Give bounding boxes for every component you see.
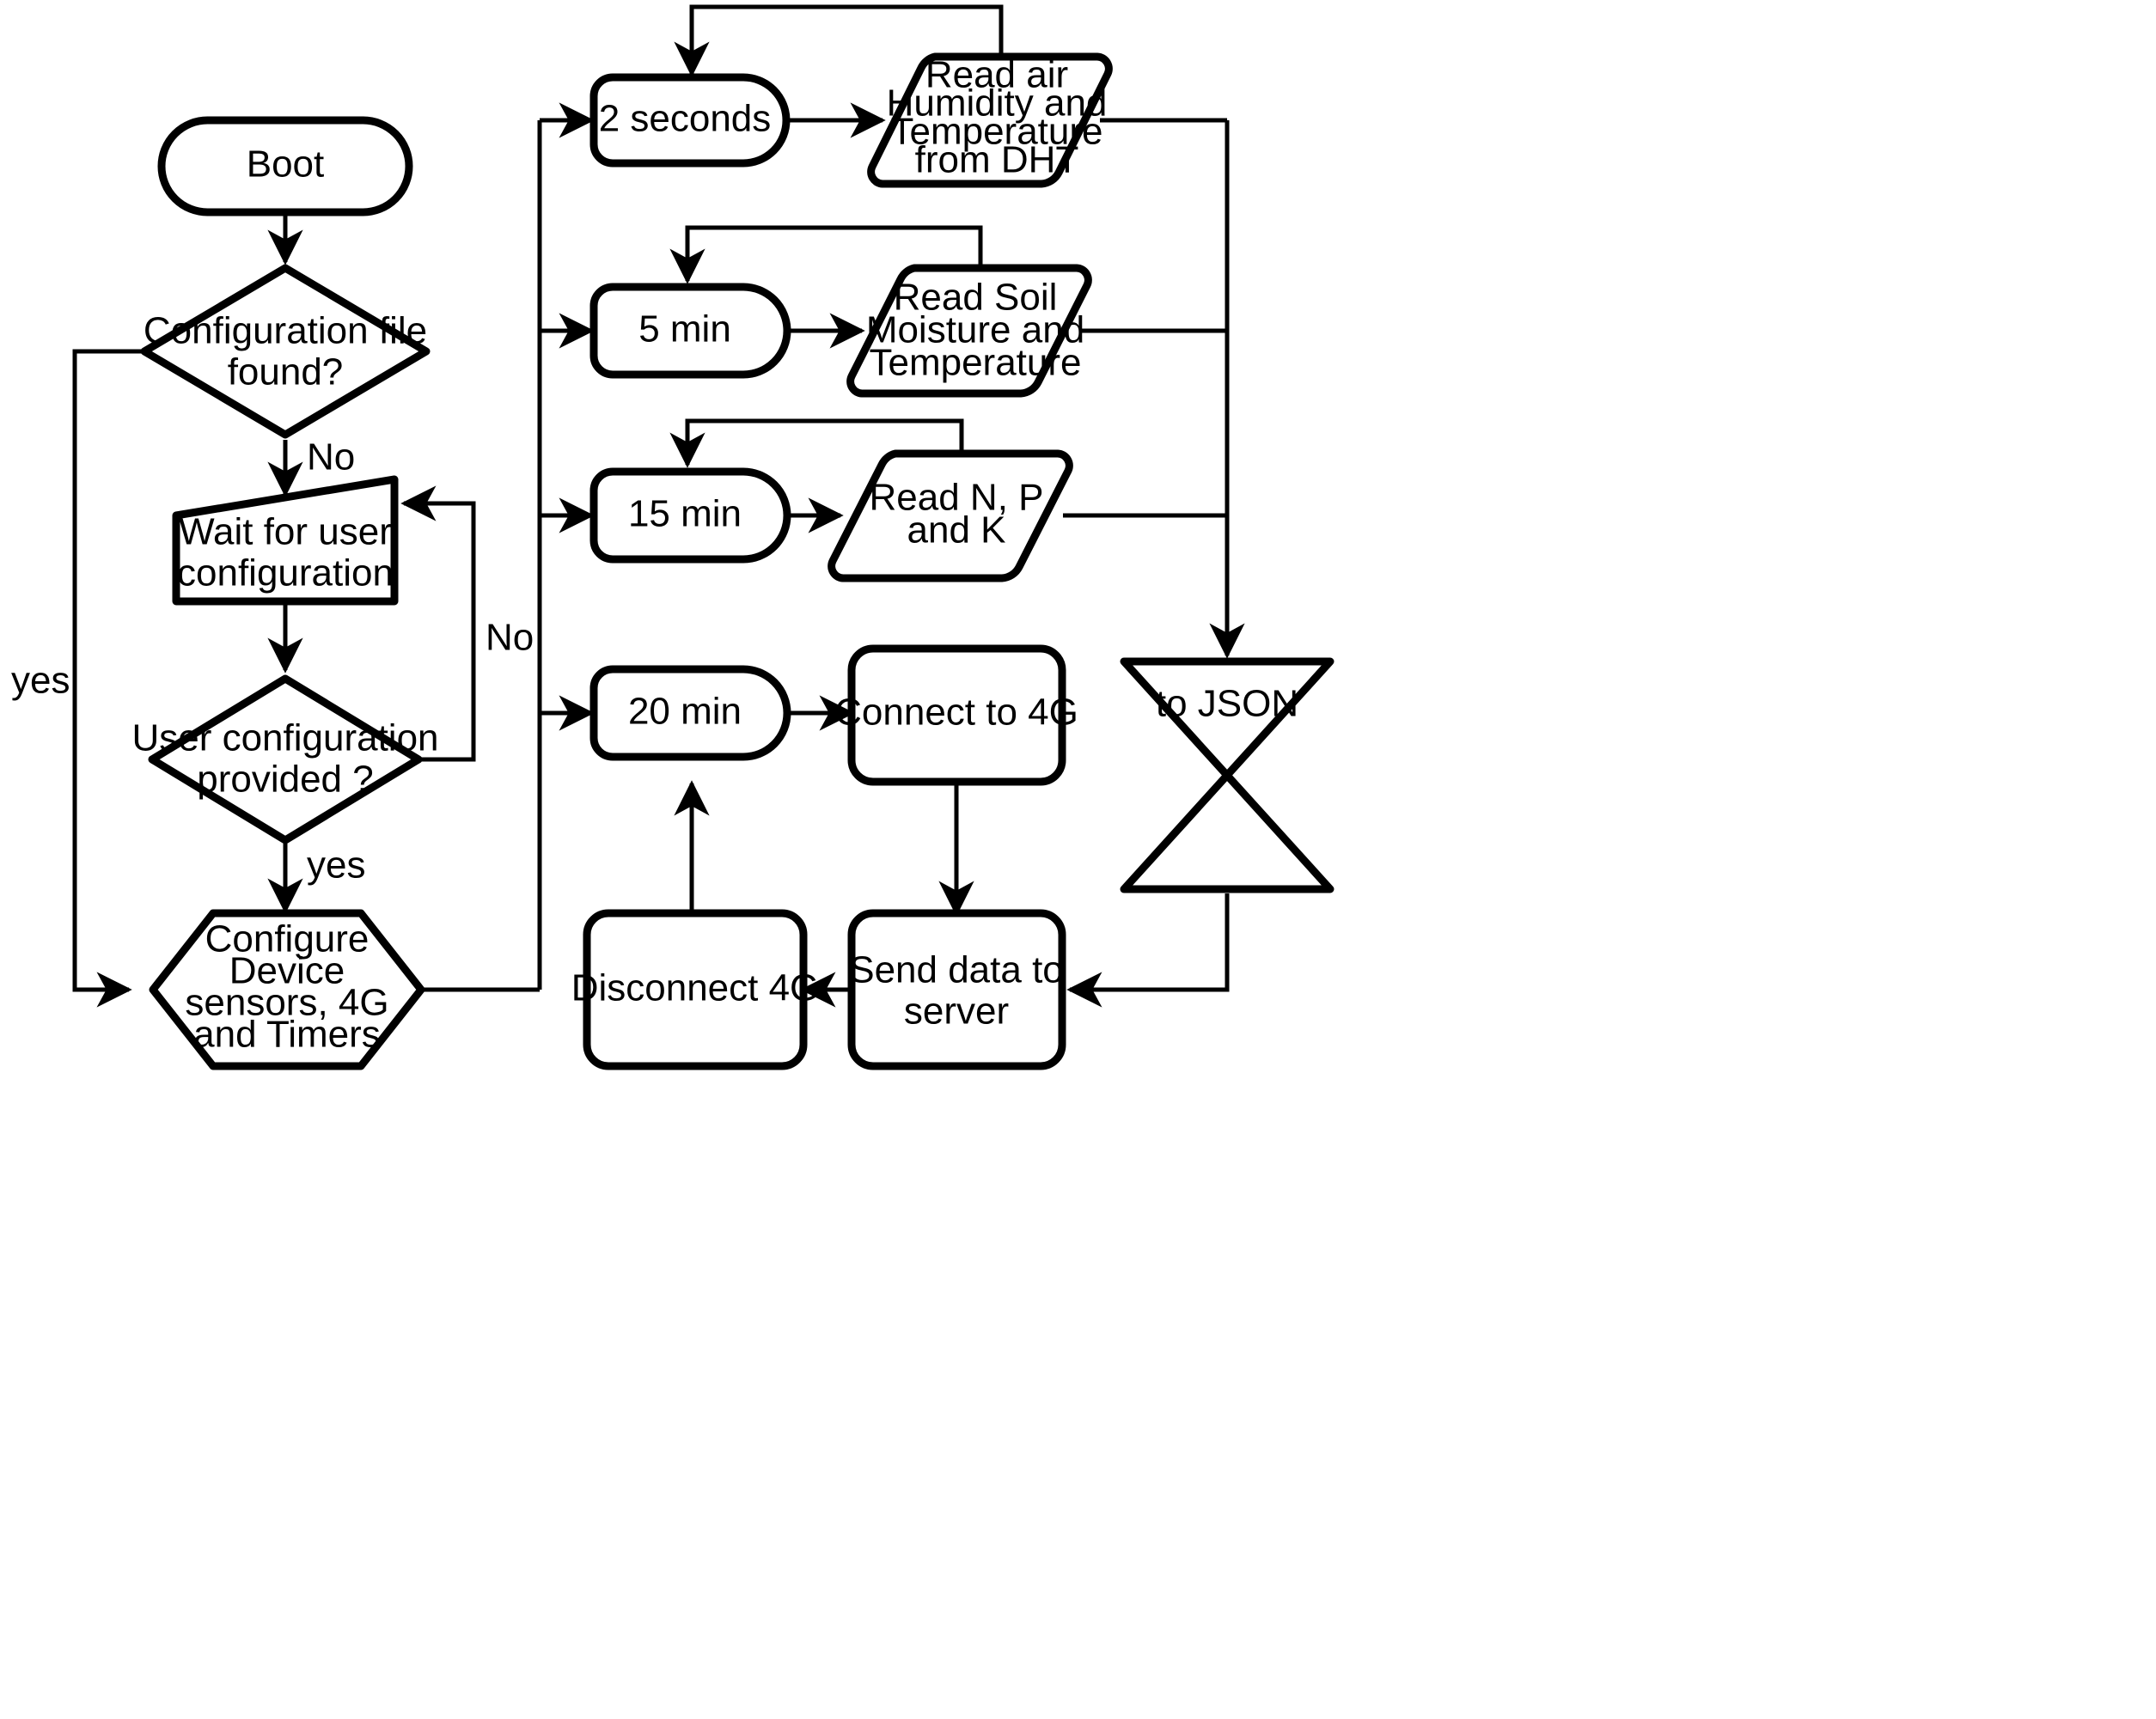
node-timer-2s-label: 2 seconds (599, 98, 772, 140)
edge-label-config-found-no: No (307, 436, 355, 479)
node-read-soil-label-line3: Temperature (869, 342, 1081, 384)
node-timer-15min[interactable]: 15 min (589, 467, 791, 564)
node-user-config-provided-label-line2: provided ? (197, 759, 373, 801)
node-timer-15min-label: 15 min (628, 493, 742, 535)
edge-label-user-config-yes: yes (307, 844, 365, 887)
node-wait-user-config[interactable]: Wait for user configuration (172, 475, 399, 606)
edge-read-dht-feedback (674, 4, 1004, 77)
node-timer-20min-label: 20 min (628, 691, 742, 733)
node-boot[interactable]: Boot (157, 116, 413, 216)
node-user-config-provided[interactable]: User configuration provided ? (131, 674, 439, 844)
node-read-npk[interactable]: Read N, P and K (828, 449, 1073, 582)
node-configure-device-label-line2: Device (229, 950, 345, 992)
node-read-dht-label-line3: Temperature (890, 111, 1102, 153)
node-timer-5min-label: 5 min (638, 308, 731, 351)
node-configure-device[interactable]: Configure Device sensors, 4G and Timers (149, 909, 425, 1070)
edge-read-npk-feedback (669, 418, 964, 468)
edge-config-found-yes (72, 349, 144, 1008)
node-to-json-label: to JSON (1156, 683, 1298, 725)
node-read-soil[interactable]: Read Soil Moisture and Temperature (846, 264, 1092, 398)
node-read-npk-label-line1: Read N, P (870, 477, 1044, 519)
node-config-file-found-label-line1: Configuration file (144, 310, 427, 352)
node-user-config-provided-label-line1: User configuration (131, 717, 438, 759)
node-send-data[interactable]: Send data to server (847, 909, 1066, 1070)
node-wait-user-config-label-line1: Wait for user (179, 511, 392, 553)
node-configure-device-label-line1: Configure (205, 918, 370, 960)
node-disconnect-4g-label: Disconnect 4G (571, 967, 820, 1009)
node-configure-device-label-line3: sensors, 4G (185, 982, 388, 1024)
connectors-layer (72, 4, 1245, 1008)
node-read-dht-label-line1: Read air (925, 54, 1068, 96)
node-boot-label: Boot (247, 143, 325, 186)
edge-labels-layer: yes No No yes (11, 436, 534, 887)
node-config-file-found[interactable]: Configuration file found? (140, 264, 431, 439)
node-to-json[interactable]: to JSON (1120, 657, 1335, 893)
node-disconnect-4g[interactable]: Disconnect 4G (571, 909, 820, 1070)
node-read-soil-label-line2: Moisture and (866, 309, 1084, 351)
node-send-data-label-line2: server (904, 991, 1009, 1033)
node-timer-2s[interactable]: 2 seconds (589, 73, 791, 168)
node-read-dht[interactable]: Read air Humidity and Temperature from D… (867, 52, 1113, 188)
node-read-npk-label-line2: and K (907, 509, 1006, 552)
node-read-dht-label-line4: from DHT (915, 139, 1079, 181)
node-read-soil-label-line1: Read Soil (894, 277, 1058, 319)
edge-read-soil-feedback (669, 225, 983, 284)
node-timer-20min[interactable]: 20 min (589, 665, 791, 761)
node-configure-device-label-line4: and Timers (193, 1014, 381, 1056)
node-config-file-found-label-line2: found? (228, 351, 344, 393)
node-wait-user-config-label-line2: configuration (177, 552, 394, 594)
edge-label-user-config-no: No (486, 617, 534, 659)
node-connect-4g[interactable]: Connect to 4G (834, 644, 1078, 786)
node-read-dht-label-line2: Humidity and (887, 82, 1108, 125)
node-timer-5min[interactable]: 5 min (589, 283, 791, 379)
edge-tojson-to-senddata (1066, 893, 1230, 1008)
edge-user-config-no (400, 485, 476, 762)
edge-label-config-found-yes: yes (11, 660, 70, 702)
node-send-data-label-line1: Send data to (849, 949, 1064, 991)
node-connect-4g-label: Connect to 4G (834, 692, 1078, 734)
